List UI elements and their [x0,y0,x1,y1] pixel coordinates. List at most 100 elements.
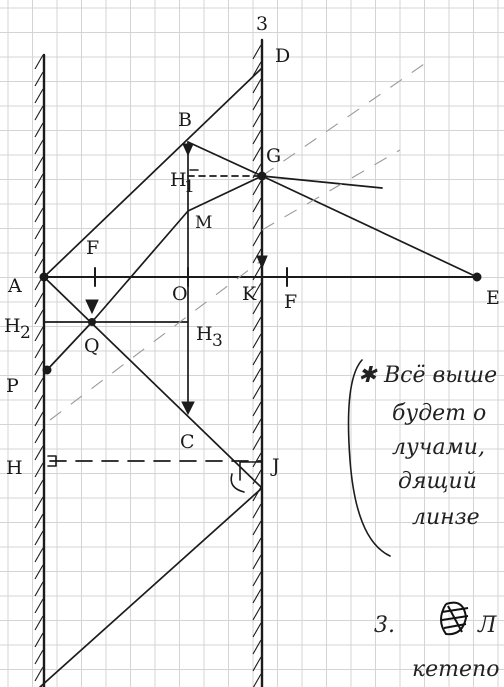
hatch-stroke [34,224,44,240]
hatch-stroke [34,428,44,444]
hatch-stroke [252,231,262,247]
hatch-stroke [34,139,44,155]
hatch-stroke [252,673,262,687]
label-D: D [275,45,290,67]
hatch-stroke [252,367,262,383]
hatch-stroke [252,95,262,111]
hatch-stroke [34,547,44,563]
label-K: K [242,283,257,305]
hatch-stroke [252,333,262,349]
hatch-stroke [252,639,262,655]
hatch-stroke [252,129,262,145]
hatch-stroke [252,520,262,536]
label-Q: Q [84,335,100,357]
hatch-stroke [252,452,262,468]
right-angle-markers [47,169,263,493]
hatch-stroke [252,656,262,672]
point-Q [88,318,96,326]
hatch-stroke [252,350,262,366]
point-A [39,272,49,282]
hatch-stroke [34,71,44,87]
hatch-stroke [34,292,44,308]
hatch-stroke [252,435,262,451]
hatch-stroke [34,598,44,614]
hatch-stroke [34,258,44,274]
hatch-stroke [252,197,262,213]
label-H3-sub: 3 [212,331,223,351]
bottom-word: кетепо [412,657,499,682]
hatch-stroke [252,44,262,60]
hatch-stroke [252,605,262,621]
hatch-stroke [34,360,44,376]
hatch-stroke [252,571,262,587]
hatch-stroke [34,326,44,342]
note-line-3: лучами, [392,435,485,460]
note-line-1: Всё выше [383,363,497,388]
label-H3: H [196,323,213,345]
hatch-stroke [252,384,262,400]
hatch-stroke [34,530,44,546]
hatch-stroke [34,564,44,580]
label-C: C [180,431,195,453]
hatch-stroke [34,173,44,189]
hatch-stroke [34,649,44,665]
note-star: ✱ [358,363,378,388]
ray-A-D [43,67,263,278]
hatch-stroke [34,241,44,257]
hatch-stroke [34,309,44,325]
hatch-stroke [34,105,44,121]
hatch-stroke [252,61,262,77]
hatch-stroke [34,615,44,631]
label-M: M [195,213,212,233]
note-line-2: будет о [392,401,486,426]
label-J: J [270,455,280,477]
hatch-stroke [252,112,262,128]
point-P [42,365,52,375]
label-F-top: F [86,237,99,259]
hatch-stroke [34,496,44,512]
arrow-down-Q [85,299,99,315]
note-bracket [347,359,391,557]
ray-G-extension [261,175,383,189]
arrow-marks [39,143,482,416]
hatch-stroke [252,282,262,298]
hatch-stroke [34,190,44,206]
label-F-axis: F [284,291,297,313]
hatch-stroke [34,513,44,529]
hatch-stroke [34,377,44,393]
bottom-number: 3. [374,613,395,638]
hatch-stroke [252,469,262,485]
hatch-stroke [252,316,262,332]
hatch-stroke [252,180,262,196]
hatch-stroke [252,214,262,230]
hatch-stroke [252,537,262,553]
ray-J-L [39,487,263,687]
hatch-stroke [252,588,262,604]
hatch-stroke [34,411,44,427]
hatch-stroke [34,54,44,70]
focus-ticks [94,267,288,287]
hatch-stroke [34,632,44,648]
point-E [472,272,482,282]
hatch-stroke [252,401,262,417]
hatch-stroke [252,622,262,638]
hatch-stroke [34,343,44,359]
label-H2-sub: 2 [20,323,31,343]
note-line-5: линзе [412,505,480,530]
label-P: P [6,375,19,397]
label-H: H [6,457,23,479]
ray-lines [39,67,478,687]
hatch-stroke [34,207,44,223]
scribble-mark [440,601,469,636]
hatch-stroke [34,445,44,461]
label-O: O [172,283,188,305]
faint-dashed-rays [49,59,431,421]
hatch-stroke [252,554,262,570]
label-axis-number: 3 [256,13,268,35]
hatch-stroke [252,146,262,162]
hatch-stroke [252,299,262,315]
arrow-down-K [256,255,268,270]
point-labels: 3 D B G H 1 M F A O K F E H 2 Q H 3 P C … [4,13,500,479]
ray-B-G [187,141,263,177]
